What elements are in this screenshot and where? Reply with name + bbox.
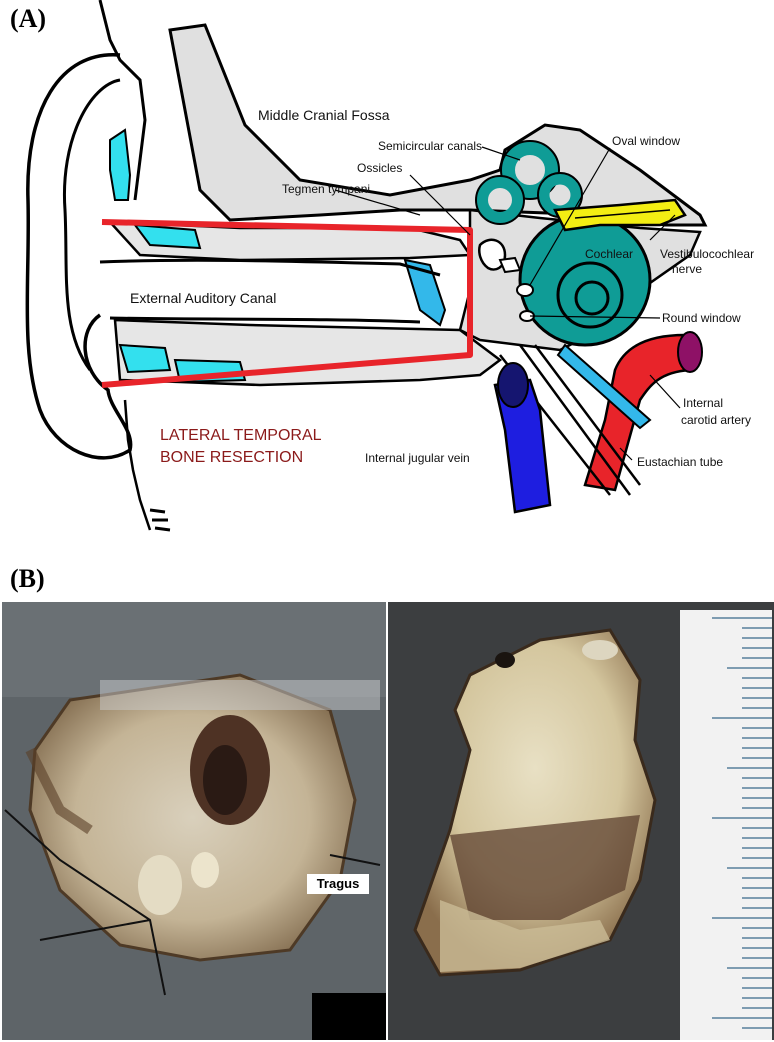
- carotid-lumen: [677, 331, 703, 373]
- leader-lines: [334, 146, 681, 461]
- label-resection-line2: BONE RESECTION: [160, 449, 303, 466]
- jugular-lumen: [497, 362, 529, 408]
- label-internal-carotid: Internal: [683, 396, 723, 410]
- eustachian-tube: [556, 343, 652, 430]
- semicircular-canal-top-outline: [500, 140, 560, 200]
- semicircular-canal-top: [501, 141, 559, 199]
- vestibulocochlear-nerve: [553, 198, 687, 232]
- ossicles-shape: [478, 238, 507, 271]
- auricle-outline: [25, 53, 133, 460]
- canal-wall-lower: [109, 316, 421, 324]
- earlobe-sutures: [123, 399, 152, 531]
- tragus-label: Tragus: [307, 874, 369, 894]
- cartilage-upper-mid: [132, 223, 202, 250]
- label-internal-jugular-vein: Internal jugular vein: [365, 451, 470, 465]
- label-carotid-artery: carotid artery: [681, 413, 751, 427]
- internal-jugular-vein: [493, 378, 552, 514]
- auricle-inner-fold: [62, 78, 121, 371]
- label-middle-cranial-fossa: Middle Cranial Fossa: [258, 107, 390, 123]
- label-tegmen-tympani: Tegmen tympani: [282, 182, 370, 196]
- semicircular-canal-left-outline: [475, 175, 525, 225]
- canal-wall-upper: [99, 258, 441, 277]
- panel-b-label: (B): [10, 564, 45, 593]
- resection-outline: [101, 219, 473, 388]
- middle-cranial-fossa-bone: [168, 23, 708, 227]
- semicircular-canal-left: [476, 176, 524, 224]
- cochlea-spiral-inner: [574, 280, 610, 316]
- canal-lower-bone: [113, 318, 503, 387]
- cartilage-upper-left: [109, 128, 132, 201]
- suture-knot: [149, 508, 171, 532]
- ruler-ticks: [712, 617, 772, 1029]
- label-ossicles: Ossicles: [357, 161, 402, 175]
- cartilage-lower-left: [118, 343, 172, 374]
- temporal-bone-diagram: Middle Cranial Fossa Semicircular canals…: [25, 0, 754, 532]
- label-external-auditory-canal: External Auditory Canal: [130, 290, 276, 306]
- label-eustachian-tube: Eustachian tube: [637, 455, 723, 469]
- label-resection-line1: LATERAL TEMPORAL: [160, 427, 322, 444]
- cochlea-spiral-outer: [556, 261, 624, 329]
- specimen-photographs: [0, 600, 774, 1042]
- tympanic-membrane: [403, 258, 447, 327]
- label-round-window: Round window: [662, 311, 741, 325]
- label-vestibulocochlear-nerve: nerve: [672, 262, 702, 276]
- label-oval-window: Oval window: [612, 134, 680, 148]
- auricle-helix: [98, 0, 147, 201]
- ruler: [680, 610, 772, 1040]
- left-photo-blackout: [312, 993, 386, 1040]
- label-vestibulocochlear: Vestibulocochlear: [660, 247, 754, 261]
- label-semicircular-canals: Semicircular canals: [378, 139, 482, 153]
- oval-window: [516, 283, 534, 297]
- label-cochlear: Cochlear: [585, 247, 633, 261]
- panel-a-label: (A): [10, 4, 47, 33]
